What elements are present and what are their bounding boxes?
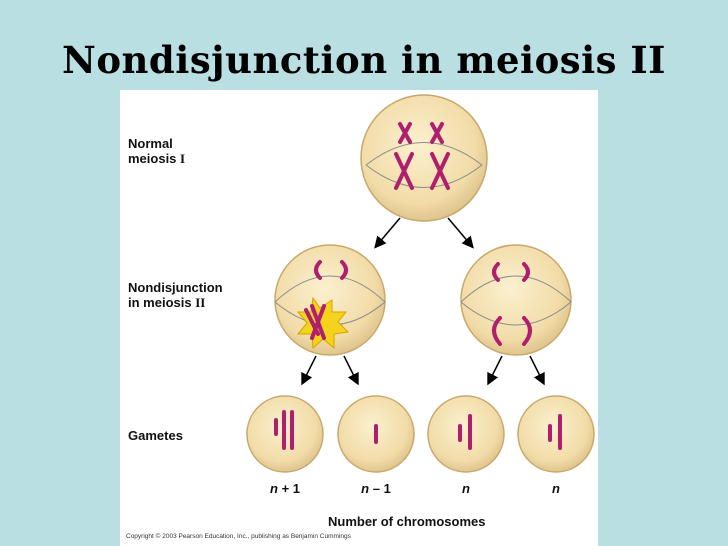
label-normal-meiosis: Normal meiosis I [128,136,186,166]
axis-caption: Number of chromosomes [328,514,486,529]
arrow-to-gamete-3 [487,355,503,386]
arrow-to-gamete-2 [343,355,359,386]
nondisjunction-cell [274,244,386,356]
count-label-1: n + 1 [270,481,300,496]
count-label-3: n [462,481,470,496]
figure-panel: Normal meiosis I Nondisjunction in meios… [120,90,598,546]
label-gametes: Gametes [128,428,183,443]
count-label-4: n [552,481,560,496]
count-label-2: n – 1 [361,481,391,496]
arrow-right [447,217,474,249]
gamete-cell-1 [246,395,324,473]
meiosis-diagram [246,94,595,473]
gamete-cell-4 [517,395,595,473]
copyright-notice: Copyright © 2003 Pearson Education, Inc.… [126,533,351,540]
arrow-left [374,217,401,249]
gamete-cell-2 [337,395,415,473]
parent-cell [360,94,488,222]
gamete-cell-3 [427,395,505,473]
slide-title: Nondisjunction in meiosis II [62,38,666,82]
arrow-to-gamete-1 [301,355,317,386]
starburst-icon [296,296,350,350]
arrow-to-gamete-4 [529,355,545,386]
normal-meiosis-ii-cell [460,244,572,356]
label-nondisjunction: Nondisjunction in meiosis II [128,280,223,310]
